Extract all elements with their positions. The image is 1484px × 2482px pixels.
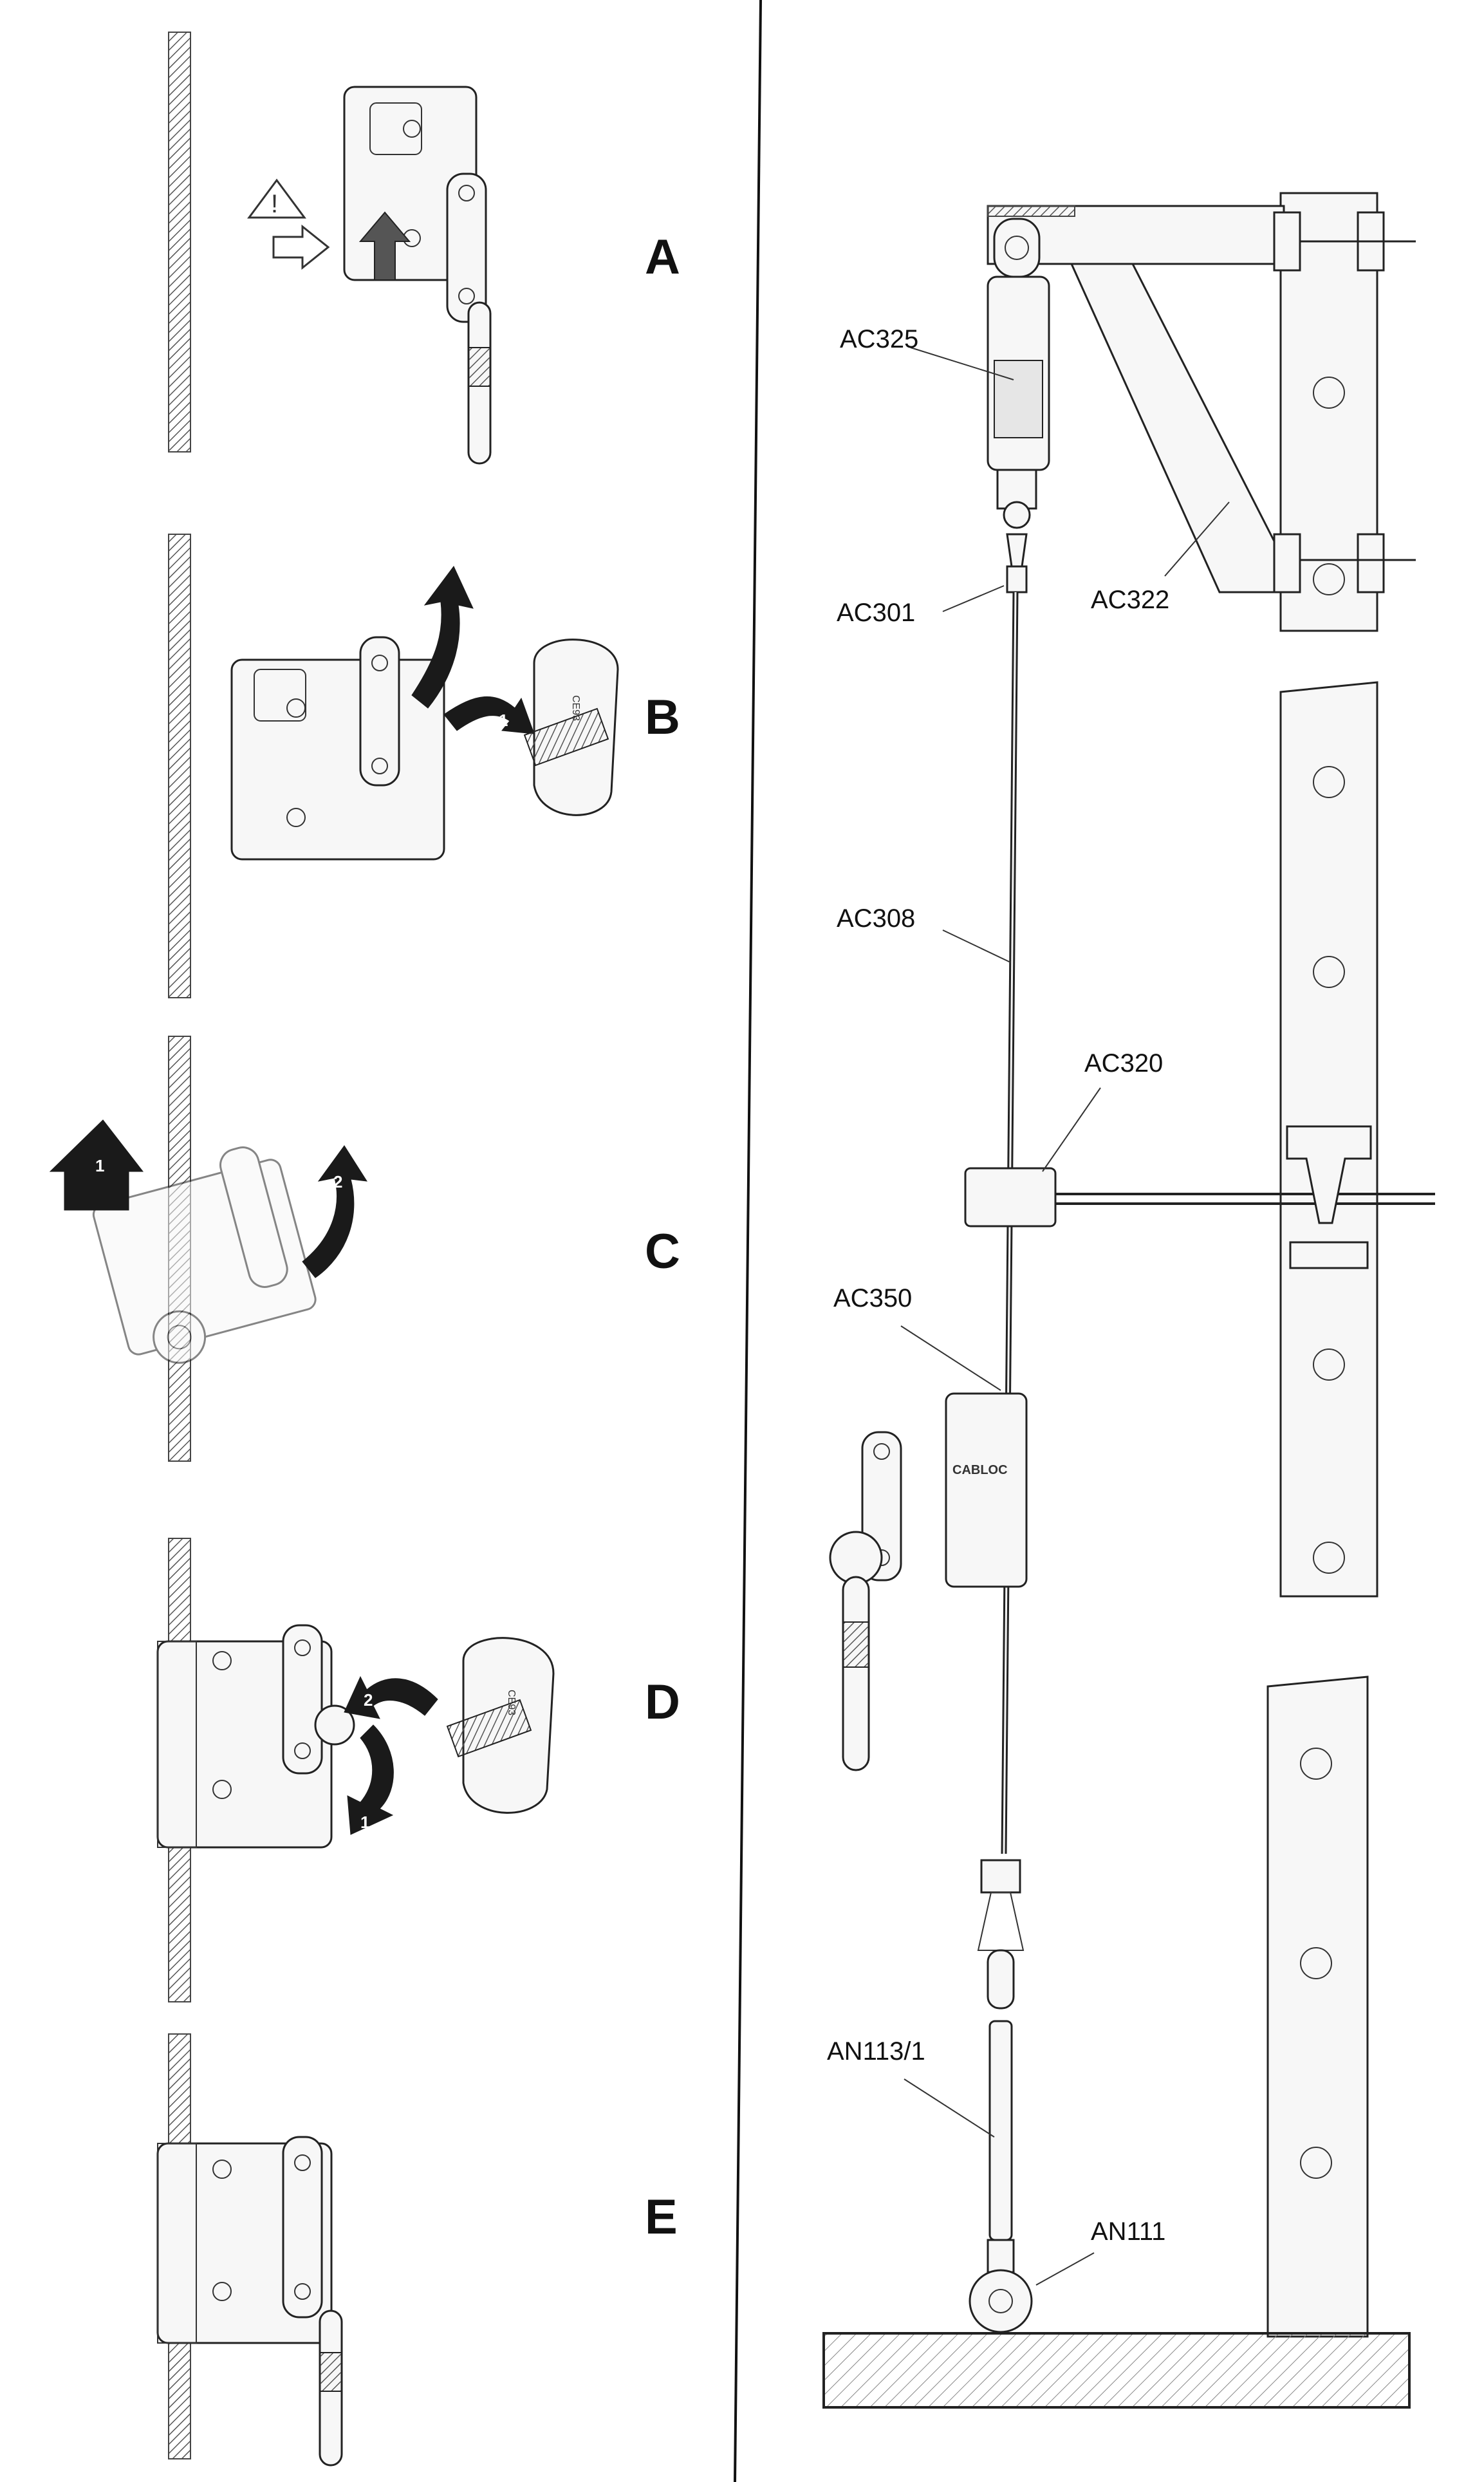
step-c-illustration: 1 2 (49, 1036, 367, 1462)
cabloc-text: CABLOC (952, 1463, 1008, 1477)
warning-icon (247, 178, 306, 219)
arrow-number-1: 1 (95, 1156, 104, 1175)
step-label-a: A (645, 230, 680, 285)
step-d-illustration: 2 1 CE93 (156, 1538, 555, 2002)
arrow-number-1: 1 (360, 1813, 369, 1832)
part-label-an111: AN111 (1091, 2217, 1165, 2246)
step-label-c: C (645, 1224, 680, 1279)
arrow-number-2: 2 (333, 1172, 342, 1191)
part-label-ac320: AC320 (1084, 1049, 1163, 1078)
cabloc-fall-arrester (945, 1392, 1028, 1588)
part-label-ac350: AC350 (833, 1284, 912, 1312)
part-label-ac322: AC322 (1091, 586, 1169, 614)
curved-arrow-icon (347, 1724, 394, 1835)
ground-slab (822, 2332, 1411, 2409)
curved-arrow-icon (302, 1145, 367, 1278)
installation-overview: CABLOC (822, 192, 1435, 2409)
part-label-an113-1: AN113/1 (827, 2037, 925, 2066)
step-label-e: E (645, 2190, 678, 2244)
turnbuckle (988, 2020, 1013, 2241)
arrow-number-1: 1 (499, 711, 508, 730)
cable (168, 32, 191, 453)
carabiner-mark: CE93 (506, 1690, 517, 1715)
step-e-illustration (156, 2033, 343, 2467)
part-label-ac325: AC325 (840, 325, 918, 353)
arrow-number-2: 2 (428, 602, 437, 622)
step-label-d: D (645, 1675, 680, 1730)
fall-arrester-body (230, 658, 445, 861)
right-arrow-icon (272, 224, 330, 270)
step-a-illustration: ! (168, 32, 492, 465)
warning-mark: ! (271, 190, 278, 218)
up-arrow-icon (358, 211, 411, 281)
curved-arrow-icon (411, 566, 474, 709)
step-b-illustration: 2 1 CE93 (168, 534, 619, 998)
ladder-upright (1266, 1675, 1369, 2338)
carabiner (842, 1576, 870, 1771)
curved-arrow-icon (344, 1675, 438, 1719)
step-label-b: B (645, 690, 680, 745)
arrow-number-2: 2 (364, 1690, 373, 1710)
part-label-ac301: AC301 (837, 599, 915, 627)
panel-divider (734, 0, 762, 2482)
carabiner-mark: CE93 (570, 695, 581, 721)
up-arrow-icon (49, 1119, 144, 1211)
guide-clamp (1286, 1125, 1372, 1224)
anchor-ring (969, 2269, 1033, 2333)
curved-arrow-icon (443, 696, 535, 734)
part-label-ac308: AC308 (837, 904, 915, 933)
cable-guide (964, 1167, 1057, 1227)
cable (168, 534, 191, 998)
